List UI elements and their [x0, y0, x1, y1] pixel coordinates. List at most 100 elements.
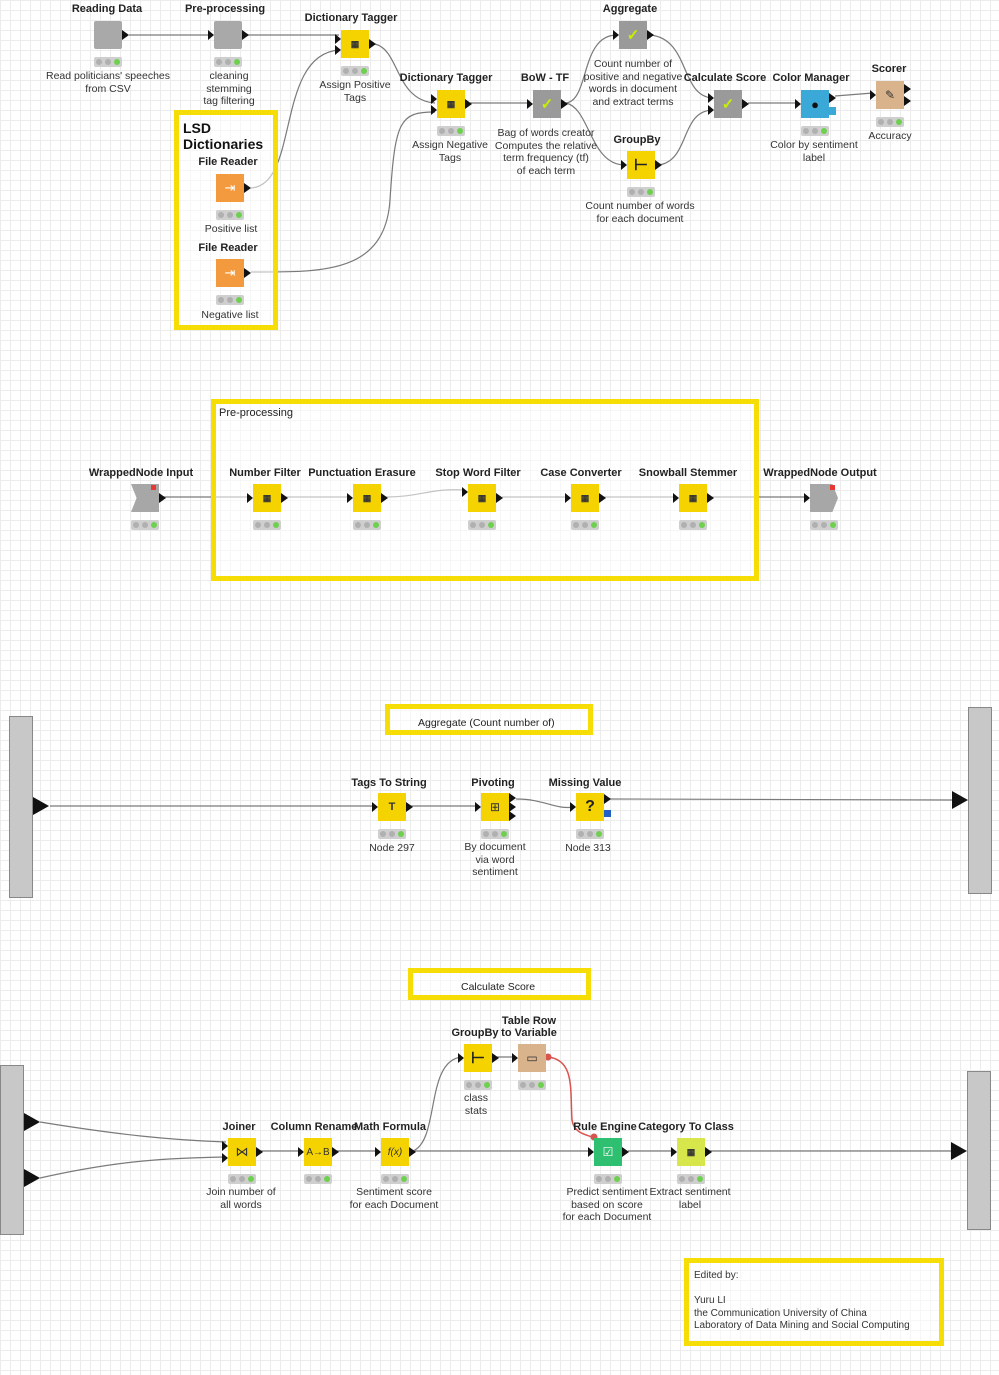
punctuation-erasure-node[interactable]: ▦ — [347, 484, 388, 530]
color-manager-caption: Color by sentiment label — [770, 139, 858, 164]
number-filter-label: Number Filter — [229, 467, 301, 479]
groupby-icon — [627, 151, 655, 179]
math-formula-node[interactable]: f(x) — [375, 1138, 416, 1184]
preprocessing-node[interactable] — [208, 21, 249, 67]
category-to-class-icon — [677, 1138, 705, 1166]
groupby-4-node[interactable]: ⊢ — [458, 1044, 499, 1090]
bow-tf-node[interactable]: ✓ — [527, 90, 568, 118]
calculate-score-node[interactable]: ✓ — [708, 90, 749, 118]
aggregate-label: Aggregate — [602, 3, 658, 15]
punctuation-erasure-label: Punctuation Erasure — [308, 467, 416, 479]
joiner-icon — [228, 1138, 256, 1166]
variable-port-out — [544, 1053, 552, 1061]
color-manager-icon — [801, 90, 829, 118]
node-status-indicator — [576, 829, 604, 839]
stop-word-filter-icon — [468, 484, 496, 512]
scorer-label: Scorer — [871, 63, 907, 75]
pivoting-node[interactable]: ⊞ — [475, 793, 516, 839]
stop-word-filter-label: Stop Word Filter — [435, 467, 521, 479]
groupby-4-caption: class stats — [464, 1092, 488, 1117]
link-bar-to-joiner-2 — [39, 1156, 227, 1179]
aggregate-title-box: Aggregate (Count number of) — [385, 704, 593, 735]
category-to-class-label: Category To Class — [638, 1121, 734, 1133]
dict-tagger-neg-node[interactable]: ▦ — [431, 90, 472, 136]
link-file-neg-to-dict-neg — [250, 111, 436, 273]
dict-tagger-pos-node[interactable]: ▦ — [335, 30, 376, 76]
metanode-check-icon — [619, 21, 647, 49]
node-status-indicator — [131, 520, 159, 530]
scorer-node[interactable]: ✎ — [870, 81, 911, 127]
reading-data-node[interactable] — [94, 21, 129, 67]
edited-by-text: Edited by: Yuru LI the Communication Uni… — [694, 1270, 910, 1331]
link-groupby-to-calc — [658, 109, 713, 166]
node-status-indicator — [228, 1174, 256, 1184]
link-dict-pos-to-dict-neg — [374, 43, 436, 104]
stop-word-filter-node[interactable]: ▦ — [460, 484, 503, 530]
bow-tf-label: BoW - TF — [520, 72, 570, 84]
joiner-node[interactable]: ⋈ — [222, 1138, 263, 1184]
metanode-icon — [94, 21, 122, 49]
missing-value-label: Missing Value — [548, 777, 622, 789]
calc-output-bar[interactable] — [967, 1071, 991, 1230]
groupby-4-label: GroupBy — [451, 1027, 499, 1039]
node-status-indicator — [571, 520, 599, 530]
link-bow-to-aggregate — [565, 34, 618, 104]
file-reader-pos-label: File Reader — [198, 156, 258, 168]
snowball-stemmer-label: Snowball Stemmer — [638, 467, 738, 479]
tags-to-string-node[interactable]: T — [372, 793, 413, 839]
groupby-node[interactable]: ⊢ — [621, 151, 662, 197]
case-converter-label: Case Converter — [540, 467, 622, 479]
number-filter-node[interactable]: ▦ — [247, 484, 288, 530]
file-reader-icon — [216, 174, 244, 202]
aggregate-caption: Count number of positive and negative wo… — [583, 58, 683, 108]
calculate-score-label: Calculate Score — [683, 72, 767, 84]
preprocessing-box-title: Pre-processing — [219, 407, 293, 419]
dict-tagger-neg-label: Dictionary Tagger — [399, 72, 493, 84]
wrapped-output-node[interactable] — [804, 484, 838, 530]
wrapped-input-label: WrappedNode Input — [88, 467, 194, 479]
missing-value-icon — [576, 793, 604, 821]
node-status-indicator — [378, 829, 406, 839]
dict-tagger-pos-caption: Assign Positive Tags — [319, 79, 391, 104]
aggregate-node[interactable]: ✓ — [613, 21, 654, 49]
tags-to-string-icon — [378, 793, 406, 821]
table-row-to-variable-label: Table Row to Variable — [501, 1015, 557, 1039]
metanode-check-icon — [533, 90, 561, 118]
groupby-caption: Count number of words for each document — [585, 200, 695, 225]
file-reader-neg-node[interactable]: ⇥ — [216, 259, 251, 305]
calculate-score-box-title: Calculate Score — [461, 981, 536, 993]
snowball-stemmer-icon — [679, 484, 707, 512]
table-row-to-variable-node[interactable]: ▭ — [512, 1044, 546, 1090]
aggregate-output-bar[interactable] — [968, 707, 992, 894]
wrapped-input-node[interactable] — [131, 484, 166, 530]
rule-engine-label: Rule Engine — [573, 1121, 637, 1133]
node-status-indicator — [677, 1174, 705, 1184]
calculate-score-title-box: Calculate Score — [408, 968, 591, 1000]
node-status-indicator — [594, 1174, 622, 1184]
missing-value-node[interactable]: ? — [570, 793, 611, 839]
node-status-indicator — [518, 1080, 546, 1090]
metanode-check-icon — [714, 90, 742, 118]
lsd-dictionaries-box: LSD Dictionaries — [174, 110, 278, 330]
file-reader-pos-node[interactable]: ⇥ — [216, 174, 251, 220]
pivoting-icon — [481, 793, 509, 821]
category-to-class-caption: Extract sentiment label — [649, 1186, 731, 1211]
node-status-indicator — [253, 520, 281, 530]
missing-value-caption: Node 313 — [565, 842, 611, 854]
calc-input-bar[interactable] — [0, 1065, 24, 1235]
case-converter-node[interactable]: ▦ — [565, 484, 606, 530]
snowball-stemmer-node[interactable]: ▦ — [673, 484, 714, 530]
input-port-arrow — [24, 1169, 40, 1187]
rule-engine-node[interactable]: ☑ — [588, 1138, 629, 1184]
aggregate-input-bar[interactable] — [9, 716, 33, 898]
color-manager-node[interactable]: ● — [795, 90, 836, 136]
link-color-to-scorer — [834, 92, 874, 97]
input-port-arrow — [33, 797, 49, 815]
column-rename-node[interactable]: A→B — [298, 1138, 339, 1184]
category-to-class-node[interactable]: ▦ — [671, 1138, 712, 1184]
dictionary-tagger-icon — [341, 30, 369, 58]
node-status-indicator — [341, 66, 369, 76]
link-bow-to-groupby — [565, 102, 626, 166]
file-reader-icon — [216, 259, 244, 287]
scorer-caption: Accuracy — [868, 130, 912, 142]
